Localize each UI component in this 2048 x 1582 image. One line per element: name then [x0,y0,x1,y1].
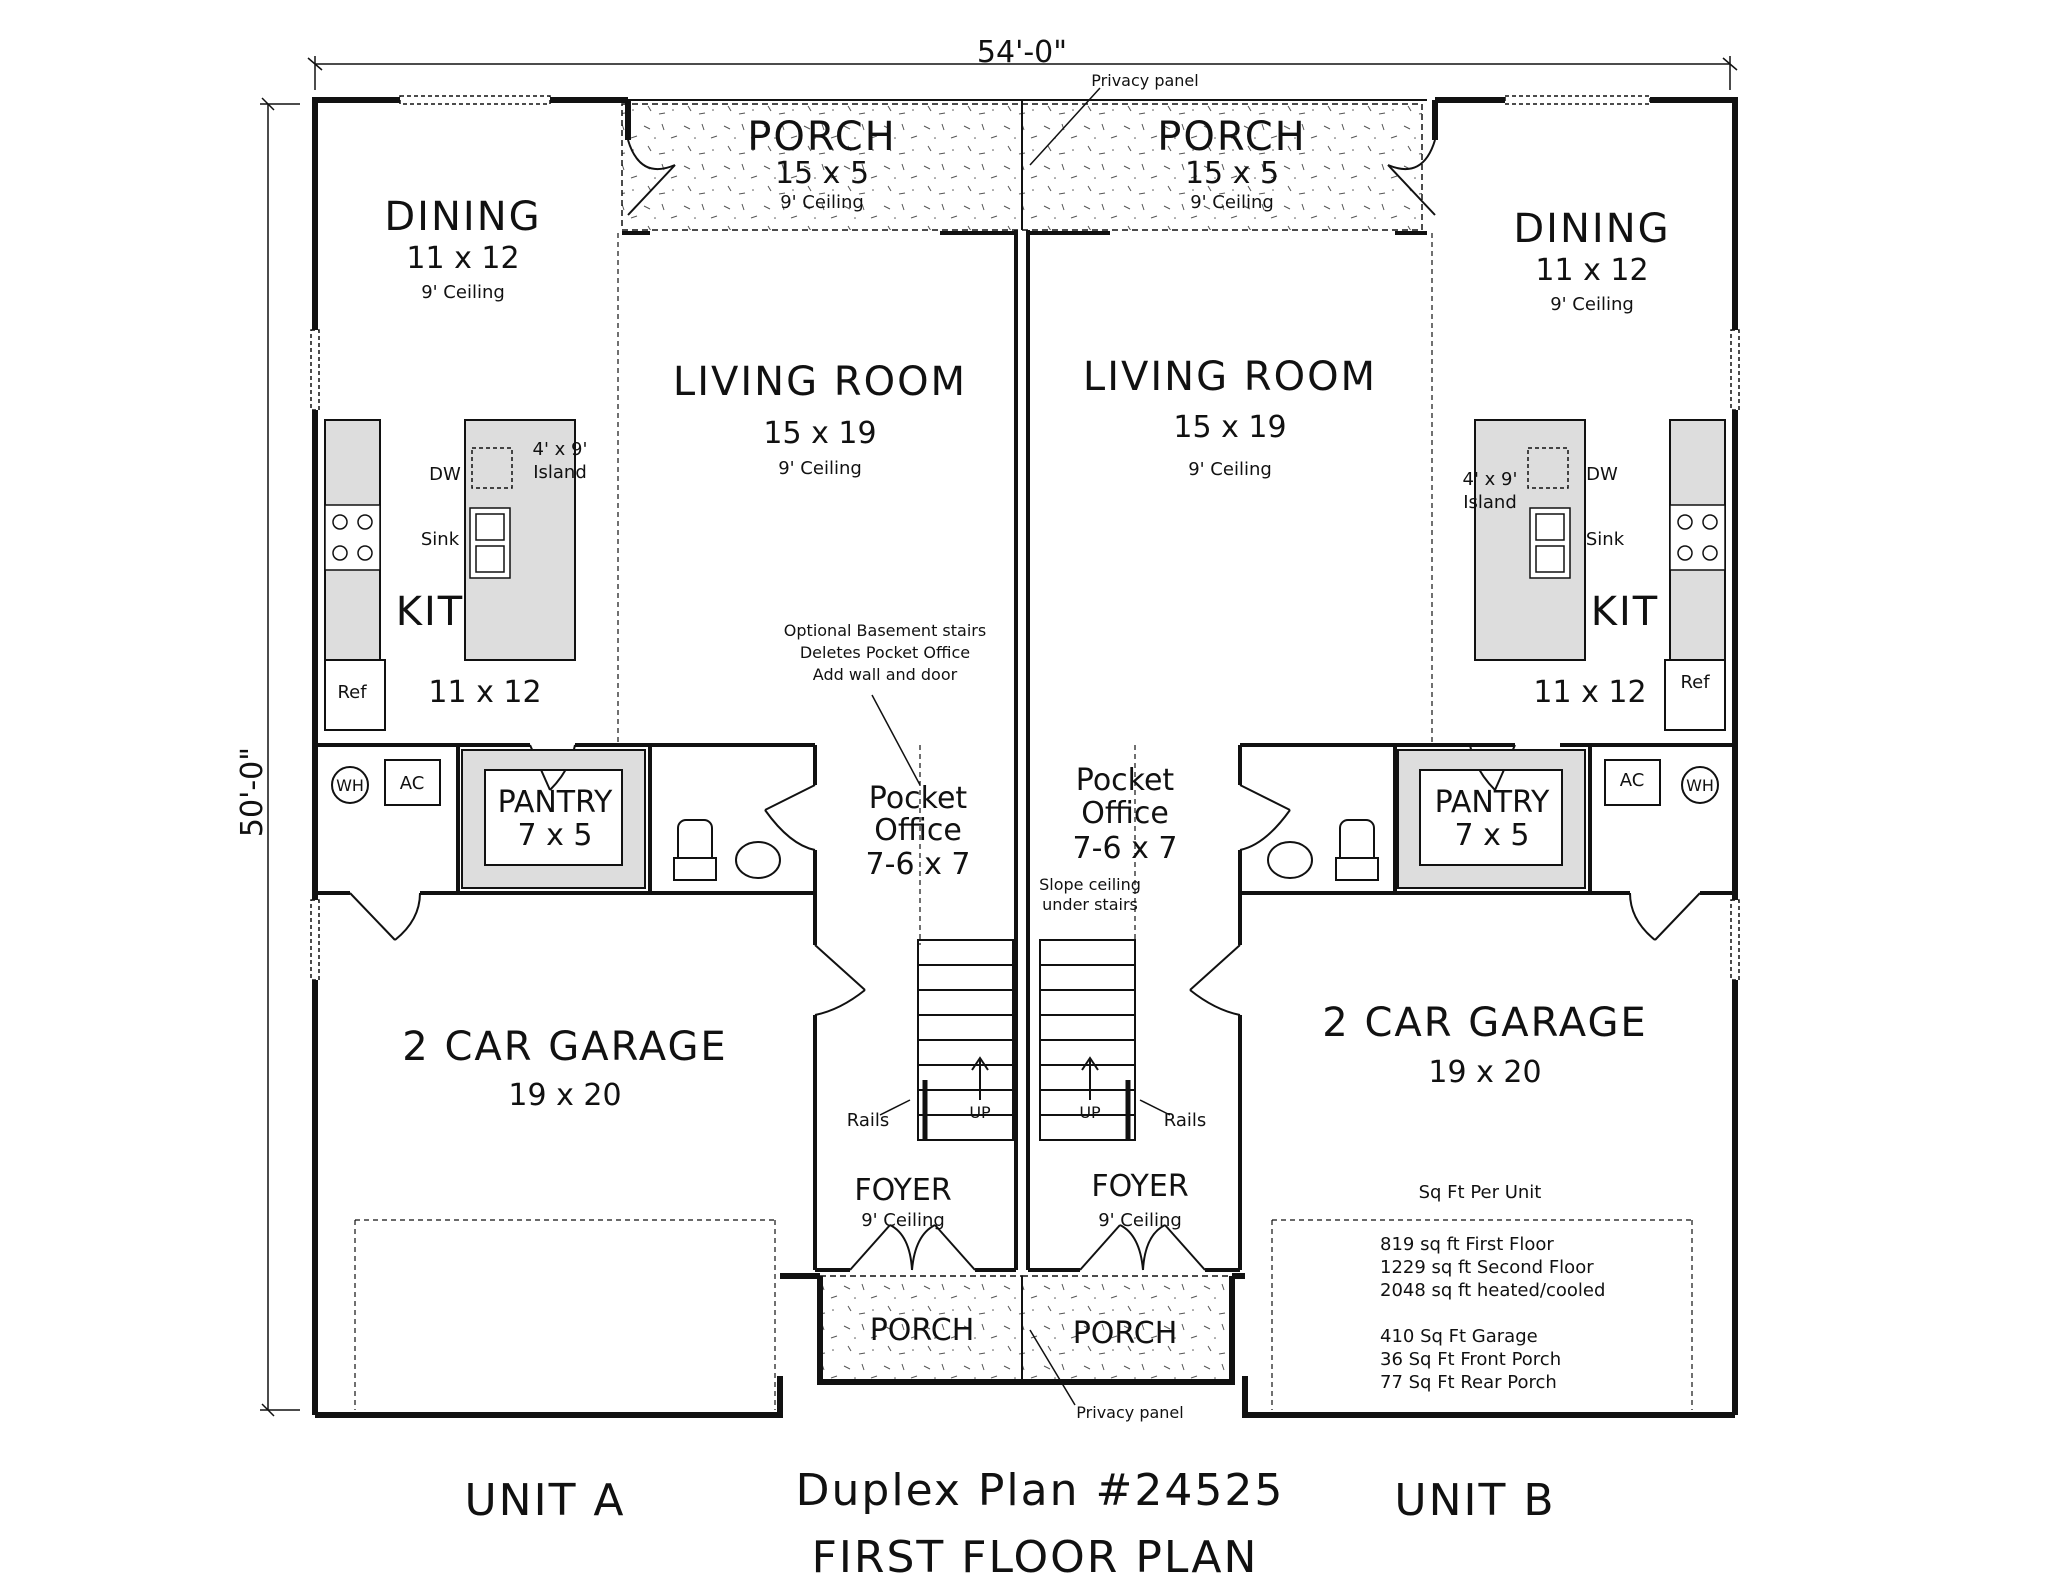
front-porch-a [819,1275,1023,1383]
living-b-size: 15 x 19 [1173,410,1286,445]
office-b-line1: Pocket [1076,763,1175,798]
dashed-boundaries [354,233,1693,1410]
garage-a-size: 19 x 20 [508,1078,621,1113]
privacy-panel-top-note: Privacy panel [1091,71,1198,90]
mechanical-symbols [331,759,1719,806]
pantry-b-size: 7 x 5 [1455,818,1530,853]
sqft-line-1: 819 sq ft First Floor [1380,1234,1554,1255]
dining-b-name: DINING [1513,206,1670,252]
sqft-line-2: 1229 sq ft Second Floor [1380,1257,1594,1278]
pantry-b-name: PANTRY [1435,785,1550,820]
exterior-walls [312,97,1738,1418]
sink-b: Sink [1586,529,1625,550]
island-a-dims: 4' x 9' [533,439,588,460]
kitchen-b-name: KIT [1591,589,1659,635]
front-porch-a-name: PORCH [870,1313,975,1348]
foyer-a-name: FOYER [854,1173,951,1208]
door-swings [349,139,1701,1271]
up-b: UP [1079,1103,1101,1122]
up-a: UP [969,1103,991,1122]
kitchen-a-name: KIT [396,589,464,635]
island-b-dims: 4' x 9' [1463,469,1518,490]
unit-b-label: UNIT B [1394,1475,1555,1526]
depth-dimension: 50'-0" [235,747,270,837]
porch-a-size: 15 x 5 [775,156,869,191]
stairs [917,939,1136,1141]
porch-b-ceiling: 9' Ceiling [1190,192,1274,213]
dw-b: DW [1586,464,1618,485]
dining-b-ceiling: 9' Ceiling [1550,294,1634,315]
wh-a: WH [336,776,364,795]
pantry-shelves [461,749,1586,889]
slope-note-2: under stairs [1042,895,1138,914]
bath-fixtures [673,819,1379,881]
wh-b: WH [1686,776,1714,795]
note-leaders [871,87,1171,1406]
porch-a-ceiling: 9' Ceiling [780,192,864,213]
living-b-name: LIVING ROOM [1083,354,1377,400]
porch-b-size: 15 x 5 [1185,156,1279,191]
windows [310,95,1740,981]
privacy-panel-bottom-note: Privacy panel [1076,1403,1183,1422]
plan-subtitle: FIRST FLOOR PLAN [812,1532,1259,1582]
basement-note-2: Deletes Pocket Office [800,643,970,662]
kitchen-b-size: 11 x 12 [1533,675,1646,710]
rear-porch-a [621,103,1023,231]
dining-a-size: 11 x 12 [406,241,519,276]
foyer-a-ceiling: 9' Ceiling [861,1210,945,1231]
porch-b-name: PORCH [1157,114,1306,160]
rails-a: Rails [847,1110,890,1131]
office-b-line2: Office [1081,796,1169,831]
living-a-size: 15 x 19 [763,416,876,451]
rails-b: Rails [1164,1110,1207,1131]
garage-a-name: 2 CAR GARAGE [402,1024,727,1070]
porch-a-name: PORCH [747,114,896,160]
office-a-line2: Office [874,813,962,848]
plan-title: Duplex Plan #24525 [796,1465,1285,1516]
living-b-ceiling: 9' Ceiling [1188,459,1272,480]
living-a-name: LIVING ROOM [673,359,967,405]
office-b-size: 7-6 x 7 [1073,831,1178,866]
dining-a-ceiling: 9' Ceiling [421,282,505,303]
kitchen-a-size: 11 x 12 [428,675,541,710]
sqft-line-6: 36 Sq Ft Front Porch [1380,1349,1561,1370]
sqft-heading: Sq Ft Per Unit [1419,1182,1542,1203]
slope-note-1: Slope ceiling [1039,875,1141,894]
dining-b-size: 11 x 12 [1535,253,1648,288]
interior-walls [315,100,1735,1382]
basement-note-1: Optional Basement stairs [784,621,986,640]
dimension-lines [260,56,1738,1417]
dining-a-name: DINING [384,194,541,240]
garage-b-name: 2 CAR GARAGE [1322,1000,1647,1046]
foyer-b-name: FOYER [1091,1169,1188,1204]
front-porch-b [1021,1275,1233,1383]
pantry-a-name: PANTRY [498,785,613,820]
living-a-ceiling: 9' Ceiling [778,458,862,479]
sqft-line-7: 77 Sq Ft Rear Porch [1380,1372,1557,1393]
pantry-a-size: 7 x 5 [518,818,593,853]
foyer-b-ceiling: 9' Ceiling [1098,1210,1182,1231]
sqft-line-5: 410 Sq Ft Garage [1380,1326,1538,1347]
width-dimension: 54'-0" [977,35,1067,70]
basement-note-3: Add wall and door [813,665,958,684]
ac-b: AC [1620,770,1645,791]
kitchen-fixtures [324,447,1726,579]
garage-b-size: 19 x 20 [1428,1055,1541,1090]
ref-a: Ref [337,682,367,703]
office-a-size: 7-6 x 7 [866,847,971,882]
office-a-line1: Pocket [869,781,968,816]
front-porch-b-name: PORCH [1073,1316,1178,1351]
dw-a: DW [429,464,461,485]
island-b-word: Island [1463,492,1517,513]
sink-a: Sink [421,529,460,550]
unit-a-label: UNIT A [464,1475,625,1526]
ac-a: AC [400,773,425,794]
ref-b: Ref [1680,672,1710,693]
island-a-word: Island [533,462,587,483]
rear-porch-b [1021,103,1423,231]
sqft-line-3: 2048 sq ft heated/cooled [1380,1280,1605,1301]
